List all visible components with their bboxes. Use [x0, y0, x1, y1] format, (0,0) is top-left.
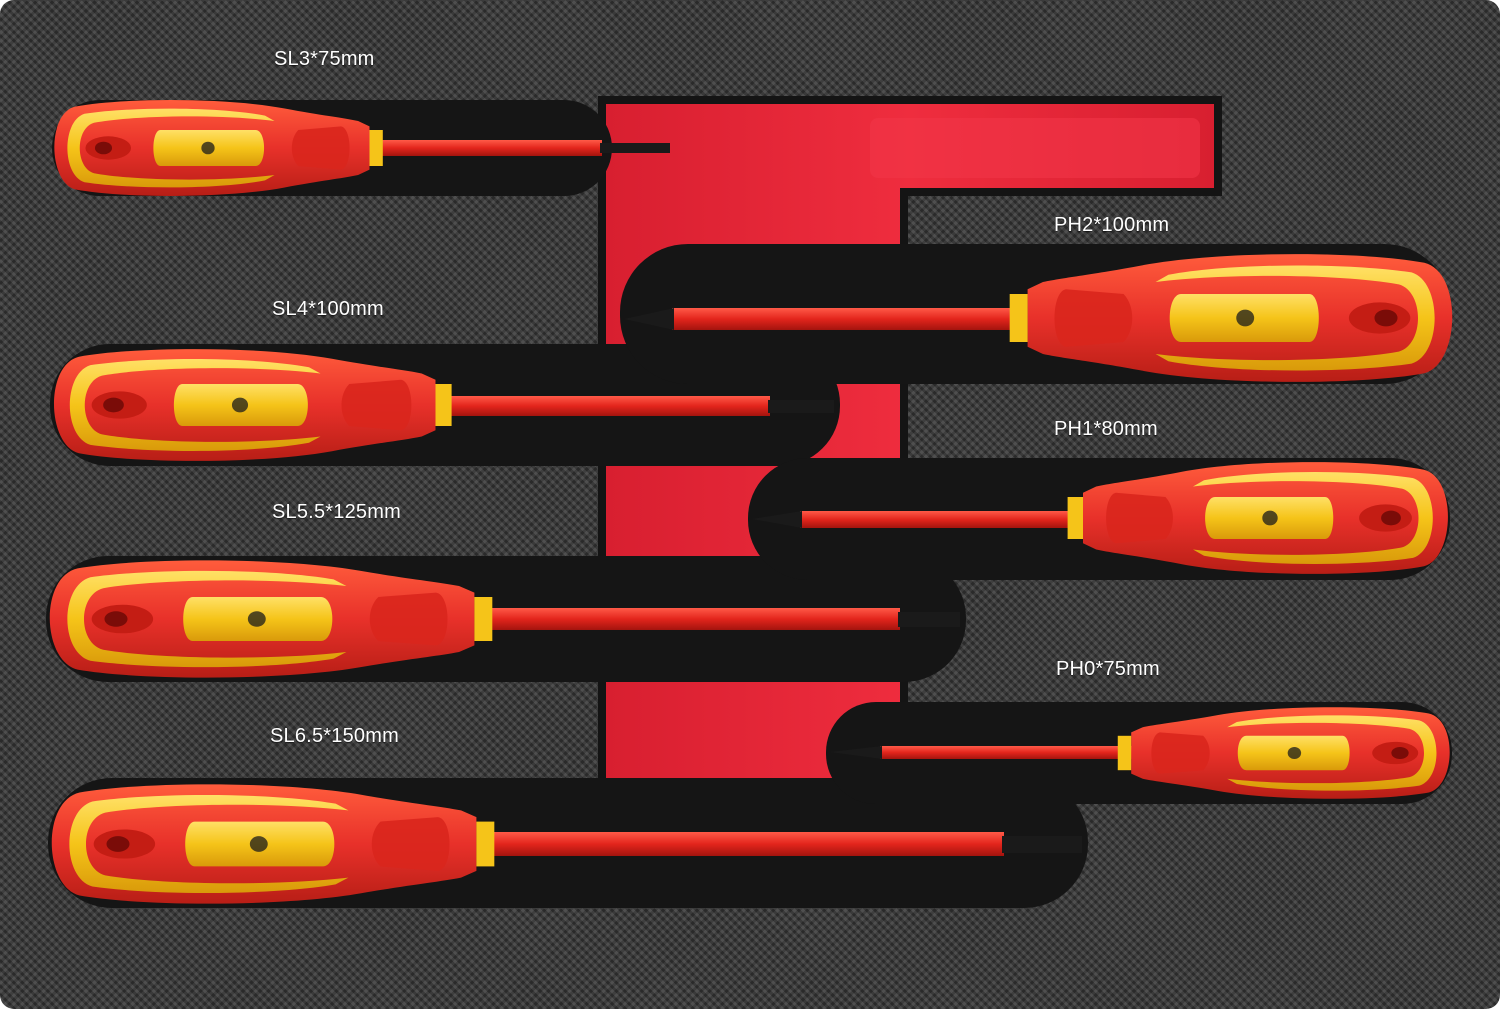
label-ph1: PH1*80mm — [1054, 418, 1158, 440]
foam-pocket — [870, 118, 1200, 178]
label-sl55: SL5.5*125mm — [272, 501, 401, 523]
screwdriver-sl4 — [53, 349, 834, 461]
label-sl3: SL3*75mm — [274, 48, 375, 70]
screwdriver-ph1 — [752, 462, 1448, 574]
screwdriver-sl55 — [49, 560, 960, 678]
label-sl65: SL6.5*150mm — [270, 725, 399, 747]
label-sl4: SL4*100mm — [272, 298, 384, 320]
screwdriver-ph0 — [830, 707, 1450, 799]
label-ph0: PH0*75mm — [1056, 658, 1160, 680]
screwdriver-ph2 — [624, 254, 1452, 382]
screwdriver-sl3 — [54, 100, 670, 196]
label-ph2: PH2*100mm — [1054, 214, 1170, 236]
screwdriver-sl65 — [51, 784, 1082, 904]
